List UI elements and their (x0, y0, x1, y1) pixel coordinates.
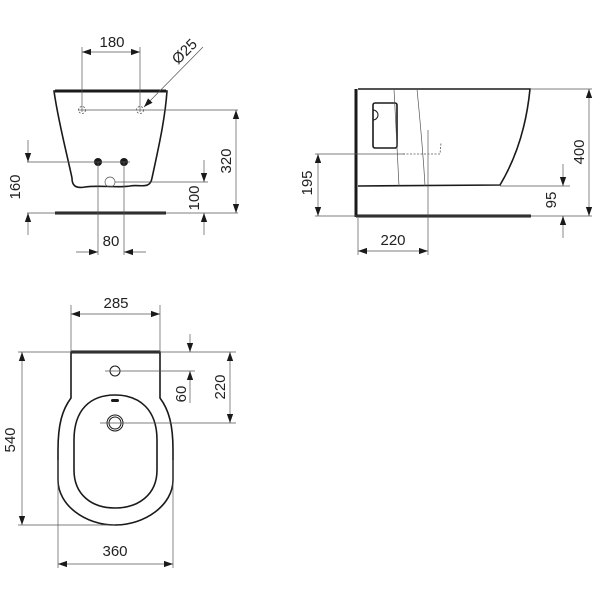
dim-400: 400 (571, 139, 588, 164)
side-body-outline (357, 88, 531, 187)
dim-95: 95 (543, 192, 560, 209)
waste-outlet (104, 176, 116, 188)
dim-195: 195 (299, 170, 316, 195)
front-view: 180 Ø25 320 160 100 80 (7, 34, 240, 256)
top-body-outline (57, 351, 174, 526)
dim-diameter-25: Ø25 (169, 36, 201, 68)
dim-60: 60 (173, 386, 190, 403)
front-body-outline (53, 90, 168, 189)
dim-285: 285 (103, 295, 128, 312)
dim-320: 320 (218, 148, 235, 173)
dim-220-side: 220 (380, 232, 405, 249)
dim-80: 80 (103, 233, 120, 250)
bowl-inner-outline (73, 394, 158, 509)
overflow-slot (111, 399, 119, 402)
dim-360: 360 (102, 543, 127, 560)
concealed-frame-box (372, 102, 398, 149)
dim-180: 180 (99, 34, 124, 51)
dim-160: 160 (7, 174, 24, 199)
dim-540: 540 (2, 427, 19, 452)
dim-220-top: 220 (212, 374, 229, 399)
top-view: 285 540 60 220 360 (2, 295, 236, 568)
side-view: 195 400 95 220 (299, 88, 593, 255)
dim-100: 100 (186, 185, 203, 210)
